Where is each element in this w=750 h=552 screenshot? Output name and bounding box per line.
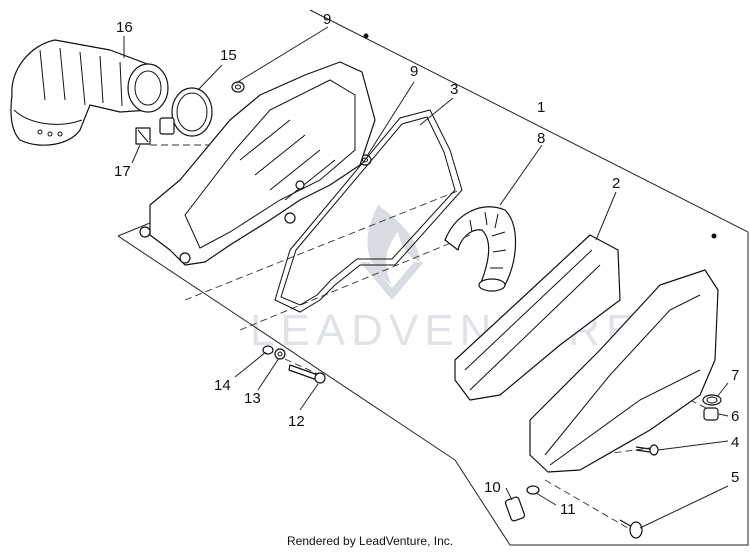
intake-duct-part-16 <box>10 39 169 146</box>
callout-10: 10 <box>484 479 501 496</box>
curved-tube-part-8 <box>444 206 517 292</box>
clamp-band-part-15 <box>159 87 213 137</box>
callout-4: 4 <box>731 434 739 451</box>
callout-1: 1 <box>537 99 545 116</box>
callout-labels: 16 15 17 9 9 3 1 8 2 7 6 4 5 14 13 12 10… <box>114 11 739 518</box>
airbox-housing <box>139 33 376 266</box>
callout-13: 13 <box>244 390 261 407</box>
cap-part-6 <box>703 407 719 421</box>
callout-11: 11 <box>560 501 576 518</box>
washer-part-13 <box>274 348 286 360</box>
callout-9-lower: 9 <box>410 63 418 80</box>
leadventure-watermark-logo <box>360 205 424 300</box>
callout-14: 14 <box>214 377 231 394</box>
callout-8: 8 <box>537 130 545 147</box>
callout-12: 12 <box>288 413 305 430</box>
callout-5: 5 <box>731 469 739 486</box>
callout-17: 17 <box>114 163 131 180</box>
filter-element-part-2 <box>454 234 621 401</box>
screw-part-4 <box>635 444 659 456</box>
gasket-part-3 <box>274 109 463 313</box>
drain-tube-part-10 <box>504 496 526 522</box>
bolt-part-12 <box>288 364 326 384</box>
callout-15: 15 <box>220 47 237 64</box>
callout-9-upper: 9 <box>323 11 331 28</box>
callout-2: 2 <box>612 175 620 192</box>
assembly-frame <box>117 9 749 546</box>
bolt-part-5 <box>619 519 643 539</box>
callout-3: 3 <box>450 81 458 98</box>
airbox-cover <box>529 233 719 473</box>
callout-6: 6 <box>731 408 739 425</box>
hose-clamp-part-7 <box>702 394 722 406</box>
callout-7: 7 <box>731 367 739 384</box>
leader-lines <box>123 26 729 529</box>
footer-credit: Rendered by LeadVenture, Inc. <box>287 534 453 548</box>
clip-part-11 <box>526 485 540 495</box>
callout-16: 16 <box>116 19 133 36</box>
clip-part-17 <box>135 127 151 145</box>
